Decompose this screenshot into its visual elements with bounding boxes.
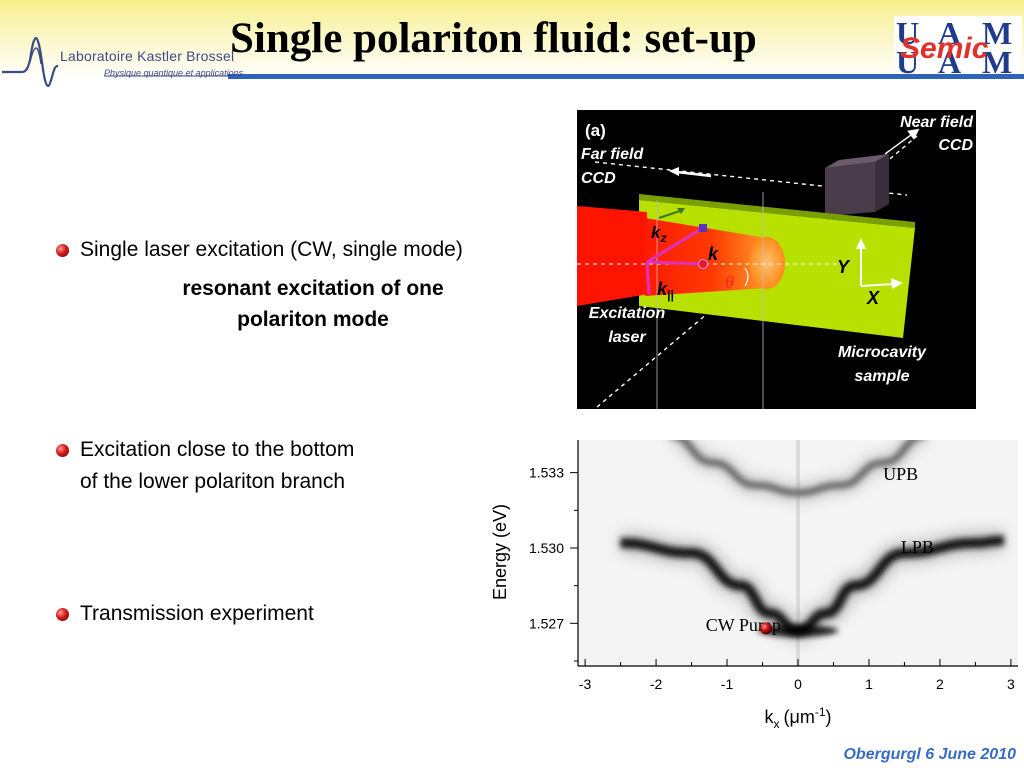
- kz-guide: [658, 209, 684, 219]
- y-tick-label: 1.527: [529, 615, 564, 631]
- svg-text:M: M: [982, 16, 1012, 51]
- x-tick-label: -1: [721, 676, 734, 692]
- branch-lpb: [620, 535, 1004, 636]
- theta-arc: [744, 267, 749, 287]
- svg-text:U: U: [896, 44, 919, 74]
- far-field-label-line1: Far field: [581, 146, 644, 163]
- microcavity-label-line1: Microcavity: [838, 344, 927, 361]
- y-axis-label: Y: [837, 257, 851, 277]
- lkb-logo-icon: [2, 36, 230, 88]
- far-field-arrow: [676, 170, 712, 178]
- theta-label: θ: [725, 272, 734, 292]
- kz-label: kz: [651, 223, 666, 245]
- uam-logo-icon: U A M U A M Semic: [894, 16, 1022, 74]
- k-vector: [646, 260, 704, 266]
- bullet-marker: [56, 608, 69, 621]
- page-title: Single polariton fluid: set-up: [230, 15, 757, 62]
- y-tick-label: 1.530: [529, 540, 564, 556]
- x-tick-label: 0: [794, 676, 802, 692]
- sample-top: [639, 194, 915, 228]
- near-field-label-line1: Near field: [900, 114, 974, 131]
- k-label: k: [708, 244, 719, 264]
- excitation-label-line2: laser: [608, 329, 646, 346]
- y-tick-label: 1.533: [529, 465, 564, 481]
- x-tick-label: 1: [865, 676, 873, 692]
- ccd-box-top: [825, 154, 889, 168]
- x-axis-arrow: [860, 283, 896, 287]
- svg-text:U: U: [896, 16, 919, 51]
- kpar-label: k||: [657, 279, 674, 302]
- lab-subtitle: Physique quantique et applications: [104, 68, 244, 78]
- bullet-2-text-line2: of the lower polariton branch: [80, 470, 345, 493]
- kz-guide-head: [677, 208, 685, 214]
- microcavity-label-line2: sample: [854, 368, 909, 385]
- x-tick-label: -2: [650, 676, 663, 692]
- svg-text:M: M: [982, 44, 1012, 74]
- x-axis-label: kx(μm-1): [764, 705, 831, 731]
- near-field-label-line2: CCD: [938, 137, 973, 154]
- bullet-1-subtext: resonant excitation of one polariton mod…: [140, 273, 486, 335]
- kpar-vector: [645, 261, 651, 295]
- far-field-label-line2: CCD: [581, 170, 616, 187]
- bullet-marker: [56, 244, 69, 257]
- lpb-bottom-intensity: [758, 624, 838, 637]
- bullet-1-subtext-line1: resonant excitation of one: [182, 277, 444, 300]
- svg-text:A: A: [938, 44, 961, 74]
- uam-semic-text: Semic: [900, 32, 989, 65]
- x-axis-label: X: [866, 288, 880, 308]
- panel-label: (a): [585, 121, 606, 140]
- bullet-2-text: Excitation close to the bottom: [80, 438, 355, 461]
- k-head: [698, 259, 708, 269]
- x-axis-arrowhead: [891, 278, 903, 289]
- bullet-3-text: Transmission experiment: [80, 602, 314, 625]
- x-tick-label: 3: [1007, 676, 1015, 692]
- center-band: [796, 440, 800, 666]
- footer-text: Obergurgl 6 June 2010: [843, 746, 1016, 763]
- setup-figure: (a) Far field CCD Near field CCD Excitat…: [577, 110, 976, 409]
- annotation-lpb: LPB: [901, 537, 934, 557]
- lab-name: Laboratoire Kastler Brossel: [60, 48, 235, 64]
- y-axis-label: Energy (eV): [490, 504, 510, 600]
- y-axis-arrowhead: [856, 238, 866, 249]
- header-rule: [228, 74, 1024, 79]
- laser-beam: [577, 206, 649, 306]
- header-band: [0, 0, 1024, 80]
- excitation-label-line1: Excitation: [589, 305, 666, 322]
- kz-head: [699, 224, 707, 232]
- laser-beam-on-sample: [645, 218, 767, 296]
- branch-upb: [676, 440, 920, 497]
- bullet-1-text: Single laser excitation (CW, single mode…: [80, 238, 463, 261]
- near-field-arrow: [884, 128, 920, 155]
- annotation-upb: UPB: [883, 464, 918, 484]
- laser-spot: [749, 237, 785, 289]
- bullet-marker: [56, 444, 69, 457]
- svg-text:A: A: [938, 16, 961, 51]
- x-tick-label: -3: [579, 676, 592, 692]
- ccd-box-front: [825, 162, 875, 216]
- kz-vector: [646, 226, 704, 264]
- far-field-arrowhead: [669, 167, 679, 176]
- pump-point: [760, 622, 773, 635]
- ccd-box-side: [875, 154, 889, 212]
- bullet-1-subtext-line2: polariton mode: [237, 308, 389, 331]
- x-tick-label: 2: [936, 676, 944, 692]
